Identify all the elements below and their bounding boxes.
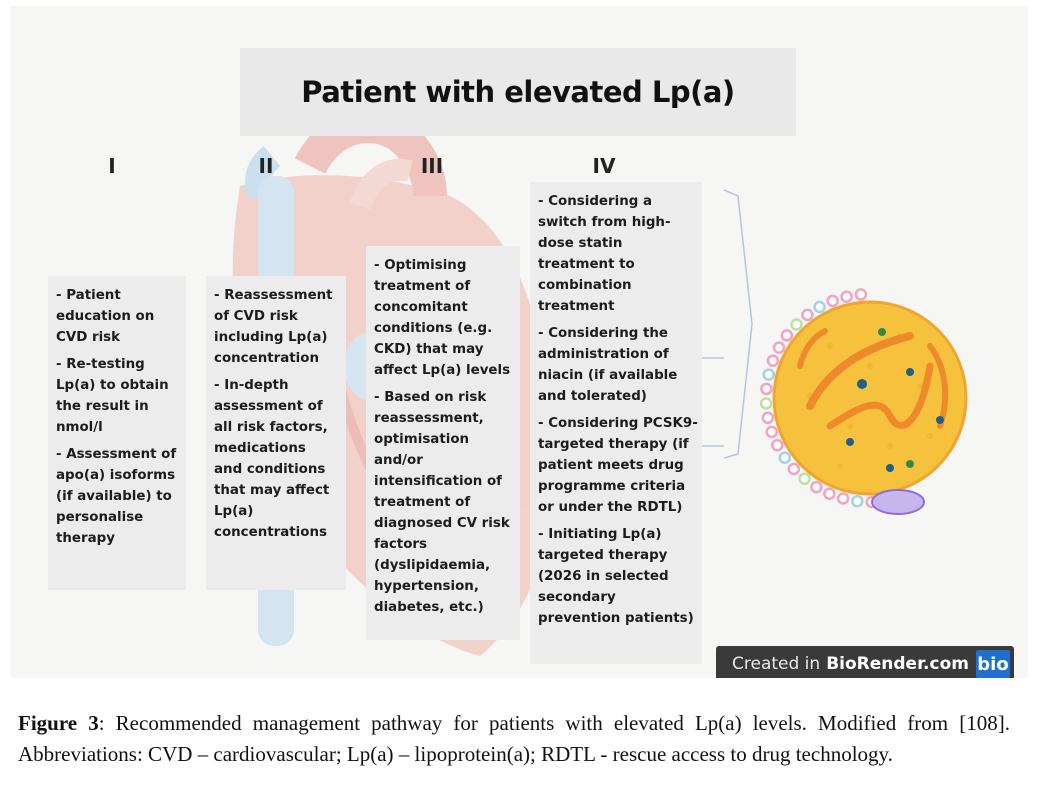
phospholipid-head [772, 341, 786, 354]
phospholipid-head [765, 425, 778, 439]
step-box-4: - Considering a switch from high- dose s… [530, 182, 702, 664]
phospholipid-head [823, 487, 836, 500]
step-3-item: - Based on risk reassessment, optimisati… [374, 390, 510, 615]
phospholipid-head [854, 288, 868, 301]
step-4-item: - Considering PCSK9- targeted therapy (i… [538, 416, 698, 515]
step-1-item: - Re-testing Lp(a) to obtain the result … [56, 357, 169, 435]
phospholipid-head [851, 494, 864, 508]
phospholipid-head [761, 411, 775, 425]
phospholipid-head [836, 492, 850, 505]
phospholipid-head [813, 300, 826, 314]
phospholipid-head [787, 462, 801, 476]
stage-label-3: III [420, 154, 444, 178]
phospholipid-head [759, 397, 773, 410]
step-box-3: - Optimising treatment of concomitant co… [366, 246, 520, 640]
step-4-item: - Considering the administration of niac… [538, 326, 678, 404]
step-box-1: - Patient education on CVD risk - Re-tes… [48, 276, 186, 590]
step-3-item: - Optimising treatment of concomitant co… [374, 258, 511, 378]
phospholipid-head [760, 382, 773, 396]
phospholipid-head [762, 368, 775, 381]
step-2-item: - Reassessment of CVD risk including Lp(… [214, 288, 333, 366]
step-1-item: - Assessment of apo(a) isoforms (if avai… [56, 447, 177, 546]
step-2-item: - In-depth assessment of all risk factor… [214, 378, 330, 540]
stage-label-1: I [108, 154, 116, 178]
badge-prefix: Created in [732, 654, 821, 674]
stage-label-2: II [258, 154, 274, 178]
badge-brand: BioRender.com [826, 654, 969, 674]
title-box: Patient with elevated Lp(a) [240, 48, 796, 136]
phospholipid-head [790, 318, 803, 331]
phospholipid-head [801, 308, 814, 322]
phospholipid-head [771, 438, 784, 452]
diagram-title: Patient with elevated Lp(a) [301, 75, 735, 109]
figure-panel: Patient with elevated Lp(a) I II III IV … [10, 6, 1028, 678]
step-1-item: - Patient education on CVD risk [56, 288, 155, 345]
phospholipid-head [826, 294, 839, 308]
phospholipid-head [810, 480, 823, 494]
phospholipid-head [798, 472, 811, 486]
step-4-item: - Initiating Lp(a) targeted therapy (202… [538, 527, 694, 626]
lpa-particle-illustration [759, 288, 968, 515]
caption-label: Figure 3 [18, 711, 99, 735]
caption-text: : Recommended management pathway for pat… [18, 711, 1010, 766]
phospholipid-head [780, 329, 794, 342]
step-box-2: - Reassessment of CVD risk including Lp(… [206, 276, 346, 590]
biorender-badge: Created in BioRender.com bio [716, 646, 1014, 678]
stage-label-4: IV [592, 154, 616, 178]
pathway-arrow [700, 189, 753, 459]
phospholipid-head [778, 451, 792, 464]
phospholipid-head [840, 290, 853, 303]
step-4-item: - Considering a switch from high- dose s… [538, 194, 671, 314]
figure-caption: Figure 3: Recommended management pathway… [18, 708, 1010, 770]
biorender-logo: bio [976, 650, 1010, 678]
phospholipid-head [766, 354, 780, 367]
